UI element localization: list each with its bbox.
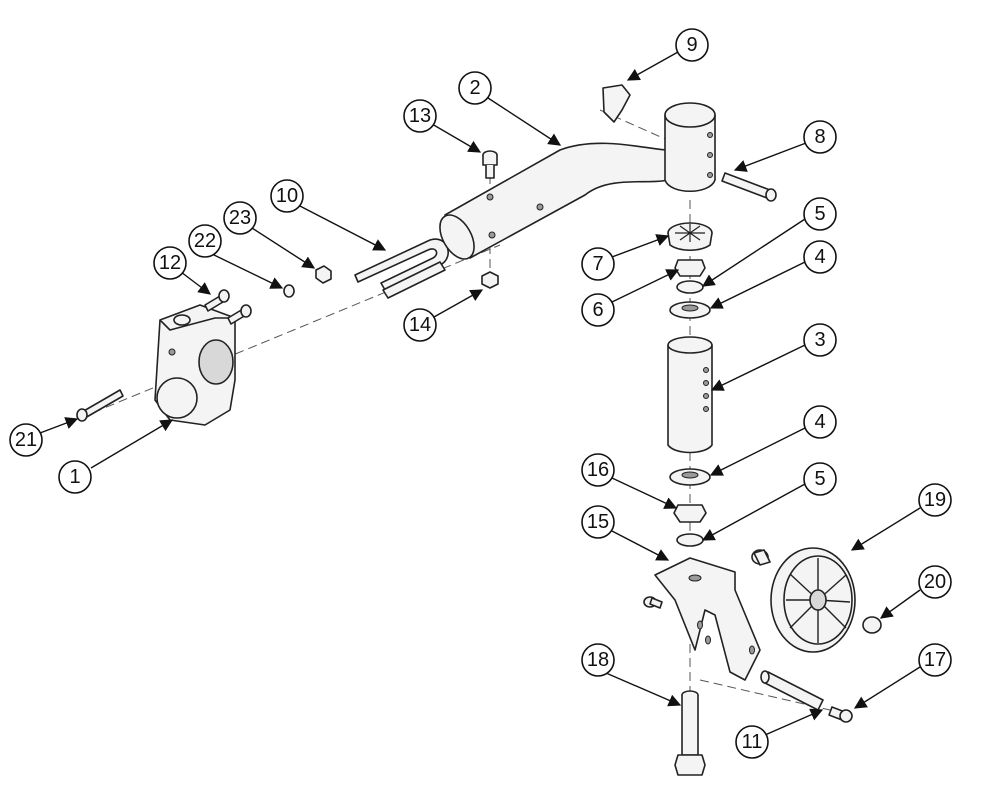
callout-10: 10 — [270, 179, 304, 213]
callout-12-label: 12 — [159, 252, 181, 274]
callout-11: 11 — [735, 725, 769, 759]
callout-10-label: 10 — [276, 185, 298, 207]
callout-16: 16 — [581, 453, 615, 487]
square-nut — [481, 271, 499, 289]
washer — [283, 284, 295, 298]
callout-5-upper-label: 5 — [814, 203, 825, 225]
top-screw — [482, 150, 498, 179]
callout-18: 18 — [581, 643, 615, 677]
callout-13: 13 — [403, 99, 437, 133]
fork-stem-tube — [439, 102, 716, 260]
callout-5-upper: 5 — [803, 197, 837, 231]
callout-11-label: 11 — [742, 731, 763, 753]
callout-23-label: 23 — [229, 207, 251, 229]
callout-21: 21 — [9, 423, 43, 457]
lock-nut — [315, 265, 332, 284]
axle-screw — [828, 706, 853, 723]
callout-8: 8 — [803, 120, 837, 154]
callout-6: 6 — [581, 293, 615, 327]
callout-5-lower: 5 — [803, 462, 837, 496]
bearing-lower — [669, 468, 711, 486]
callout-20-label: 20 — [924, 571, 946, 593]
axle-spacer — [760, 670, 824, 711]
hex-nut-lower — [673, 504, 707, 523]
callout-19-label: 19 — [924, 489, 946, 511]
caster-wheel — [770, 547, 856, 653]
callout-4-upper: 4 — [803, 240, 837, 274]
callout-4-lower: 4 — [803, 405, 837, 439]
washer-lower-small — [676, 533, 704, 547]
wheel-bushing-right — [862, 616, 882, 634]
washer-upper-small — [676, 280, 704, 294]
callout-20: 20 — [918, 565, 952, 599]
callout-8-label: 8 — [814, 126, 825, 148]
bearing-upper — [669, 301, 711, 319]
callout-16-label: 16 — [587, 459, 609, 481]
callout-22: 22 — [188, 224, 222, 258]
u-bolt — [354, 238, 449, 299]
callout-6-label: 6 — [592, 299, 603, 321]
callout-12: 12 — [153, 246, 187, 280]
callout-1: 1 — [58, 460, 92, 494]
callout-17: 17 — [918, 643, 952, 677]
callout-5-lower-label: 5 — [814, 468, 825, 490]
callout-9: 9 — [675, 28, 709, 62]
callout-7: 7 — [581, 247, 615, 281]
callout-22-label: 22 — [194, 230, 216, 252]
callout-14: 14 — [403, 308, 437, 342]
callout-3: 3 — [803, 323, 837, 357]
hex-nut-upper — [674, 259, 706, 277]
axle-bolt — [674, 690, 706, 776]
bracket-screw — [643, 596, 663, 609]
clamp-block — [154, 304, 236, 426]
callout-14-label: 14 — [409, 314, 431, 336]
callout-23: 23 — [223, 201, 257, 235]
callout-2: 2 — [458, 71, 492, 105]
star-bushing — [667, 222, 713, 252]
fork-bracket — [654, 557, 761, 681]
callout-9-label: 9 — [686, 34, 697, 56]
callout-17-label: 17 — [924, 649, 946, 671]
callouts: 1 2 3 4 4 5 — [9, 28, 952, 759]
caster-stem-tube — [667, 336, 713, 454]
callout-4-upper-label: 4 — [814, 246, 825, 268]
callout-19: 19 — [918, 483, 952, 517]
callout-4-lower-label: 4 — [814, 411, 825, 433]
adjuster-knob — [602, 84, 631, 123]
callout-15: 15 — [581, 505, 615, 539]
callout-2-label: 2 — [469, 77, 480, 99]
callout-21-label: 21 — [15, 429, 37, 451]
callout-7-label: 7 — [592, 253, 603, 275]
callout-1-label: 1 — [69, 466, 80, 488]
wheel-bushing-left — [751, 549, 771, 566]
callout-18-label: 18 — [587, 649, 609, 671]
long-bolt — [76, 389, 124, 422]
axle-pin — [721, 172, 777, 202]
callout-13-label: 13 — [409, 105, 431, 127]
callout-3-label: 3 — [814, 329, 825, 351]
cap-screws — [204, 289, 252, 325]
callout-15-label: 15 — [587, 511, 609, 533]
